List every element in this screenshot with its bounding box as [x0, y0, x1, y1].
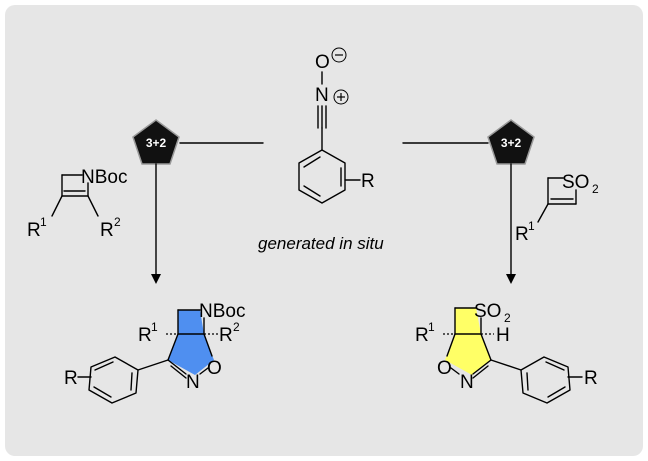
lp-r2-superscript: 2 — [233, 320, 240, 334]
thietene-so2-subscript: 2 — [592, 182, 599, 196]
rp-bond-c-n — [472, 359, 492, 375]
lp-atom-n: N — [186, 372, 200, 393]
rp-so2-label: SO — [474, 301, 501, 322]
right-product-thietane-fill — [455, 308, 481, 334]
center-benzene-ring — [298, 149, 346, 204]
azetine-bond-r2 — [87, 195, 99, 217]
lp-r2: R — [219, 325, 233, 346]
lp-bond-n-o — [199, 367, 209, 375]
lp-r1-superscript: 1 — [151, 320, 158, 334]
right-badge-label: 3+2 — [501, 136, 522, 150]
azetine-r1: R — [27, 220, 41, 241]
azetine-nboc-label: NBoc — [81, 167, 127, 188]
plus-charge-circle — [333, 89, 349, 105]
azetine-r2: R — [100, 220, 114, 241]
benzene-double-3 — [303, 156, 321, 168]
rp-bond-o-n — [450, 367, 460, 375]
rp-aryl-ring — [520, 356, 571, 404]
right-cycloaddition-badge: 3+2 — [487, 119, 535, 165]
rp-atom-o: O — [437, 358, 452, 379]
left-product: NBoc N O R 1 R 2 R — [64, 301, 245, 404]
lp-atom-o: O — [207, 358, 222, 379]
left-product-isoxazoline-fill — [168, 334, 214, 375]
lp-aryl-double-3 — [130, 372, 133, 391]
left-cycloaddition-badge: 3+2 — [132, 119, 180, 165]
rp-atom-h: H — [496, 325, 510, 346]
left-product-azetidine-fill — [178, 310, 204, 334]
scheme-panel — [5, 5, 643, 456]
rp-bond-to-aryl — [490, 359, 522, 371]
lp-r1: R — [138, 325, 152, 346]
rp-r1-superscript: 1 — [428, 320, 435, 334]
rp-aryl-double-3 — [526, 372, 529, 391]
azetine-r2-superscript: 2 — [114, 215, 121, 229]
lp-bond-c-c — [167, 333, 179, 361]
rp-so2-subscript: 2 — [504, 311, 511, 325]
rp-bond-c-o — [446, 333, 456, 357]
nitrile-oxide: O N R generated in situ — [258, 47, 384, 253]
lp-bond-to-aryl — [137, 359, 169, 371]
rp-aryl-r: R — [584, 368, 598, 389]
center-substituent-r: R — [361, 171, 375, 192]
rp-aryl-double-2 — [547, 386, 566, 398]
rp-aryl-double-1 — [545, 361, 565, 371]
thietene-bond-r1 — [537, 203, 549, 223]
right-product: SO 2 O N R 1 H R — [415, 301, 598, 404]
lp-aryl-double-1 — [94, 361, 114, 371]
center-atom-o: O — [315, 52, 330, 73]
right-product-isoxazoline-fill — [445, 334, 491, 375]
thietene-r1: R — [515, 224, 529, 245]
left-reactant-azetine: NBoc R 1 R 2 — [27, 167, 127, 241]
rp-atom-n: N — [460, 372, 474, 393]
azetine-r1-superscript: 1 — [40, 215, 47, 229]
lp-aryl-ring — [88, 356, 139, 404]
right-reactant-thietene-dioxide: SO 2 R 1 — [515, 172, 599, 245]
rp-r1: R — [415, 325, 429, 346]
lp-double-bond-c-n — [170, 365, 187, 379]
lp-bond-c-o — [203, 333, 213, 357]
caption-generated-in-situ: generated in situ — [258, 234, 384, 253]
center-atom-n: N — [315, 85, 329, 106]
rp-bond-c-c — [480, 333, 492, 361]
rp-double-bond-c-n — [472, 365, 489, 379]
benzene-double-2 — [303, 185, 321, 197]
minus-charge-circle — [331, 47, 347, 63]
azetine-bond-r1 — [51, 195, 63, 217]
lp-nboc-label: NBoc — [199, 301, 245, 322]
lp-aryl-r: R — [64, 368, 78, 389]
lp-aryl-double-2 — [93, 386, 112, 398]
left-badge-label: 3+2 — [146, 136, 167, 150]
thietene-so2-label: SO — [562, 172, 589, 193]
lp-bond-c-n — [167, 359, 187, 375]
thietene-r1-superscript: 1 — [528, 219, 535, 233]
